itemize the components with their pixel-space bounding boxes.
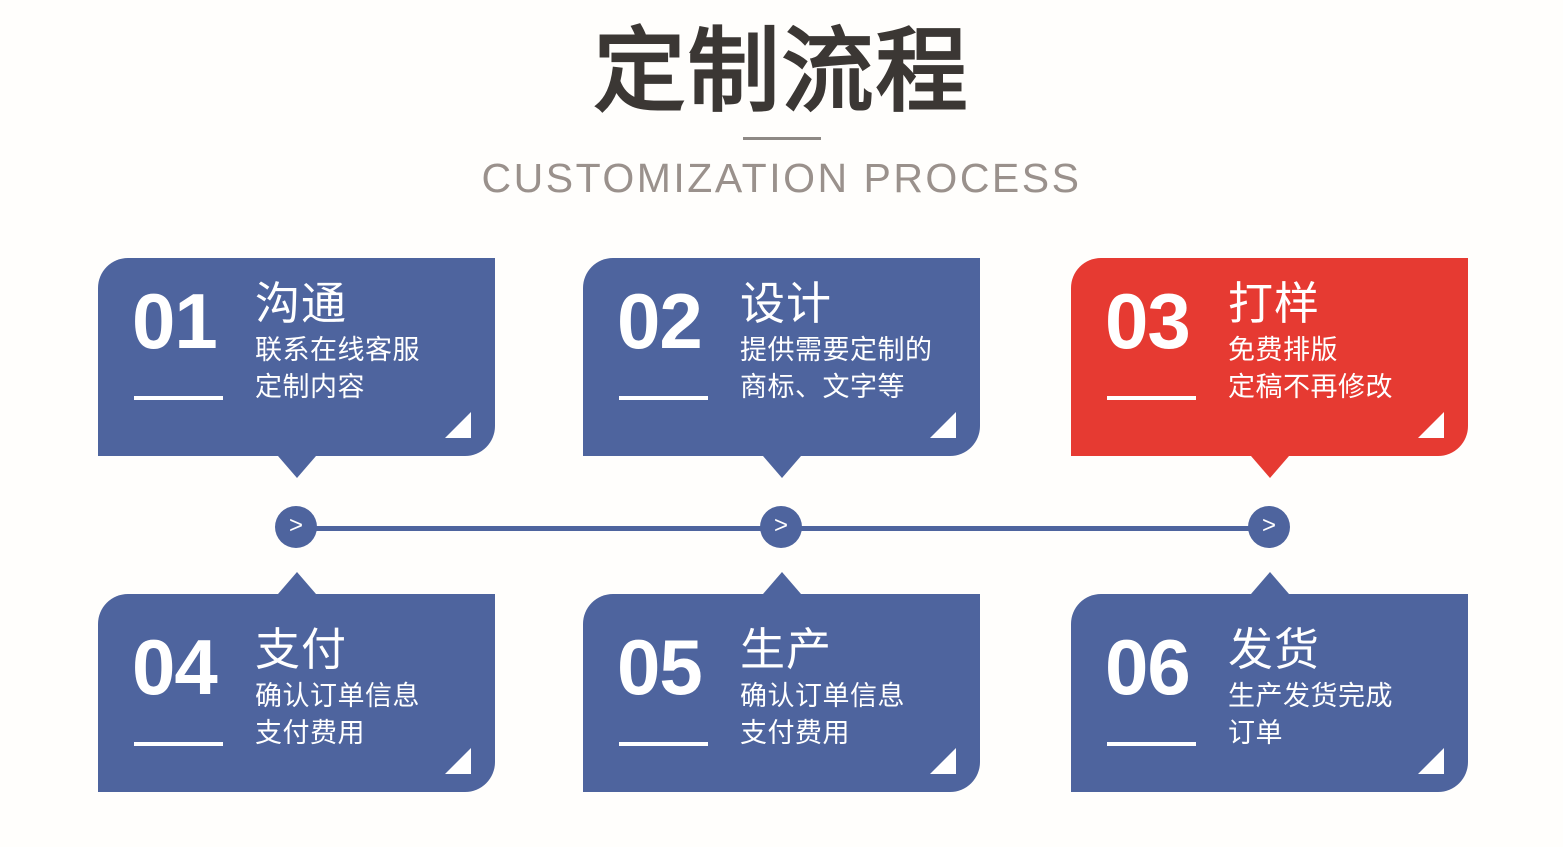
chevron-right-icon-3: > (1248, 506, 1290, 548)
step-number-divider (1107, 742, 1196, 746)
step-description-line-1: 免费排版 (1228, 335, 1338, 367)
process-step-card-06[interactable]: 06 发货 生产发货完成 订单 (1071, 572, 1468, 792)
step-title: 发货 (1228, 623, 1321, 676)
page-header: 定制流程 CUSTOMIZATION PROCESS (0, 0, 1563, 201)
step-title: 生产 (740, 623, 833, 676)
step-number: 05 (617, 623, 703, 711)
step-description: 免费排版 定稿不再修改 (1228, 333, 1454, 406)
step-title: 设计 (740, 277, 833, 330)
step-text-block: 沟通 联系在线客服 定制内容 (255, 277, 481, 407)
pointer-down-icon (1250, 456, 1289, 478)
step-description-line-2: 定制内容 (255, 371, 365, 403)
page-subtitle: CUSTOMIZATION PROCESS (481, 155, 1082, 202)
step-description: 生产发货完成 订单 (1228, 679, 1454, 752)
corner-triangle-icon (1418, 748, 1444, 774)
corner-triangle-icon (930, 748, 956, 774)
step-number-divider (1107, 396, 1196, 400)
corner-triangle-icon (930, 412, 956, 438)
pointer-up-icon (762, 572, 801, 594)
step-title: 支付 (255, 623, 348, 676)
step-text-block: 打样 免费排版 定稿不再修改 (1228, 277, 1454, 407)
connector-line-segment-2 (781, 526, 1269, 531)
step-description-line-2: 定稿不再修改 (1228, 371, 1393, 403)
step-number: 04 (132, 623, 218, 711)
step-text-block: 生产 确认订单信息 支付费用 (740, 623, 966, 753)
step-description-line-1: 确认订单信息 (255, 681, 420, 713)
step-number-divider (134, 396, 223, 400)
step-title: 打样 (1228, 277, 1321, 330)
step-description-line-1: 确认订单信息 (740, 681, 905, 713)
step-description-line-1: 提供需要定制的 (740, 335, 933, 367)
corner-triangle-icon (1418, 412, 1444, 438)
step-description-line-1: 生产发货完成 (1228, 681, 1393, 713)
step-description-line-1: 联系在线客服 (255, 335, 420, 367)
step-text-block: 发货 生产发货完成 订单 (1228, 623, 1454, 753)
step-text-block: 设计 提供需要定制的 商标、文字等 (740, 277, 966, 407)
step-text-block: 支付 确认订单信息 支付费用 (255, 623, 481, 753)
corner-triangle-icon (445, 748, 471, 774)
step-description: 确认订单信息 支付费用 (740, 679, 966, 752)
step-number: 03 (1105, 277, 1191, 365)
process-step-card-04[interactable]: 04 支付 确认订单信息 支付费用 (98, 572, 495, 792)
step-number: 02 (617, 277, 703, 365)
pointer-up-icon (277, 572, 316, 594)
pointer-down-icon (762, 456, 801, 478)
step-description-line-2: 支付费用 (740, 717, 850, 749)
chevron-right-icon-1: > (275, 506, 317, 548)
step-description: 联系在线客服 定制内容 (255, 333, 481, 406)
corner-triangle-icon (445, 412, 471, 438)
process-step-card-01[interactable]: 01 沟通 联系在线客服 定制内容 (98, 258, 495, 478)
step-description-line-2: 订单 (1228, 717, 1283, 749)
step-number: 06 (1105, 623, 1191, 711)
page-title: 定制流程 (593, 18, 970, 125)
pointer-up-icon (1250, 572, 1289, 594)
connector-line-segment-1 (296, 526, 781, 531)
process-step-card-05[interactable]: 05 生产 确认订单信息 支付费用 (583, 572, 980, 792)
chevron-right-icon-2: > (760, 506, 802, 548)
flow-connector: > > > (0, 506, 1563, 550)
step-description: 确认订单信息 支付费用 (255, 679, 481, 752)
process-step-card-02[interactable]: 02 设计 提供需要定制的 商标、文字等 (583, 258, 980, 478)
step-description-line-2: 支付费用 (255, 717, 365, 749)
pointer-down-icon (277, 456, 316, 478)
step-number-divider (619, 396, 708, 400)
step-number-divider (619, 742, 708, 746)
step-number-divider (134, 742, 223, 746)
step-description: 提供需要定制的 商标、文字等 (740, 333, 966, 406)
step-description-line-2: 商标、文字等 (740, 371, 905, 403)
step-number: 01 (132, 277, 218, 365)
process-step-card-03[interactable]: 03 打样 免费排版 定稿不再修改 (1071, 258, 1468, 478)
title-divider (742, 137, 821, 141)
step-title: 沟通 (255, 277, 348, 330)
